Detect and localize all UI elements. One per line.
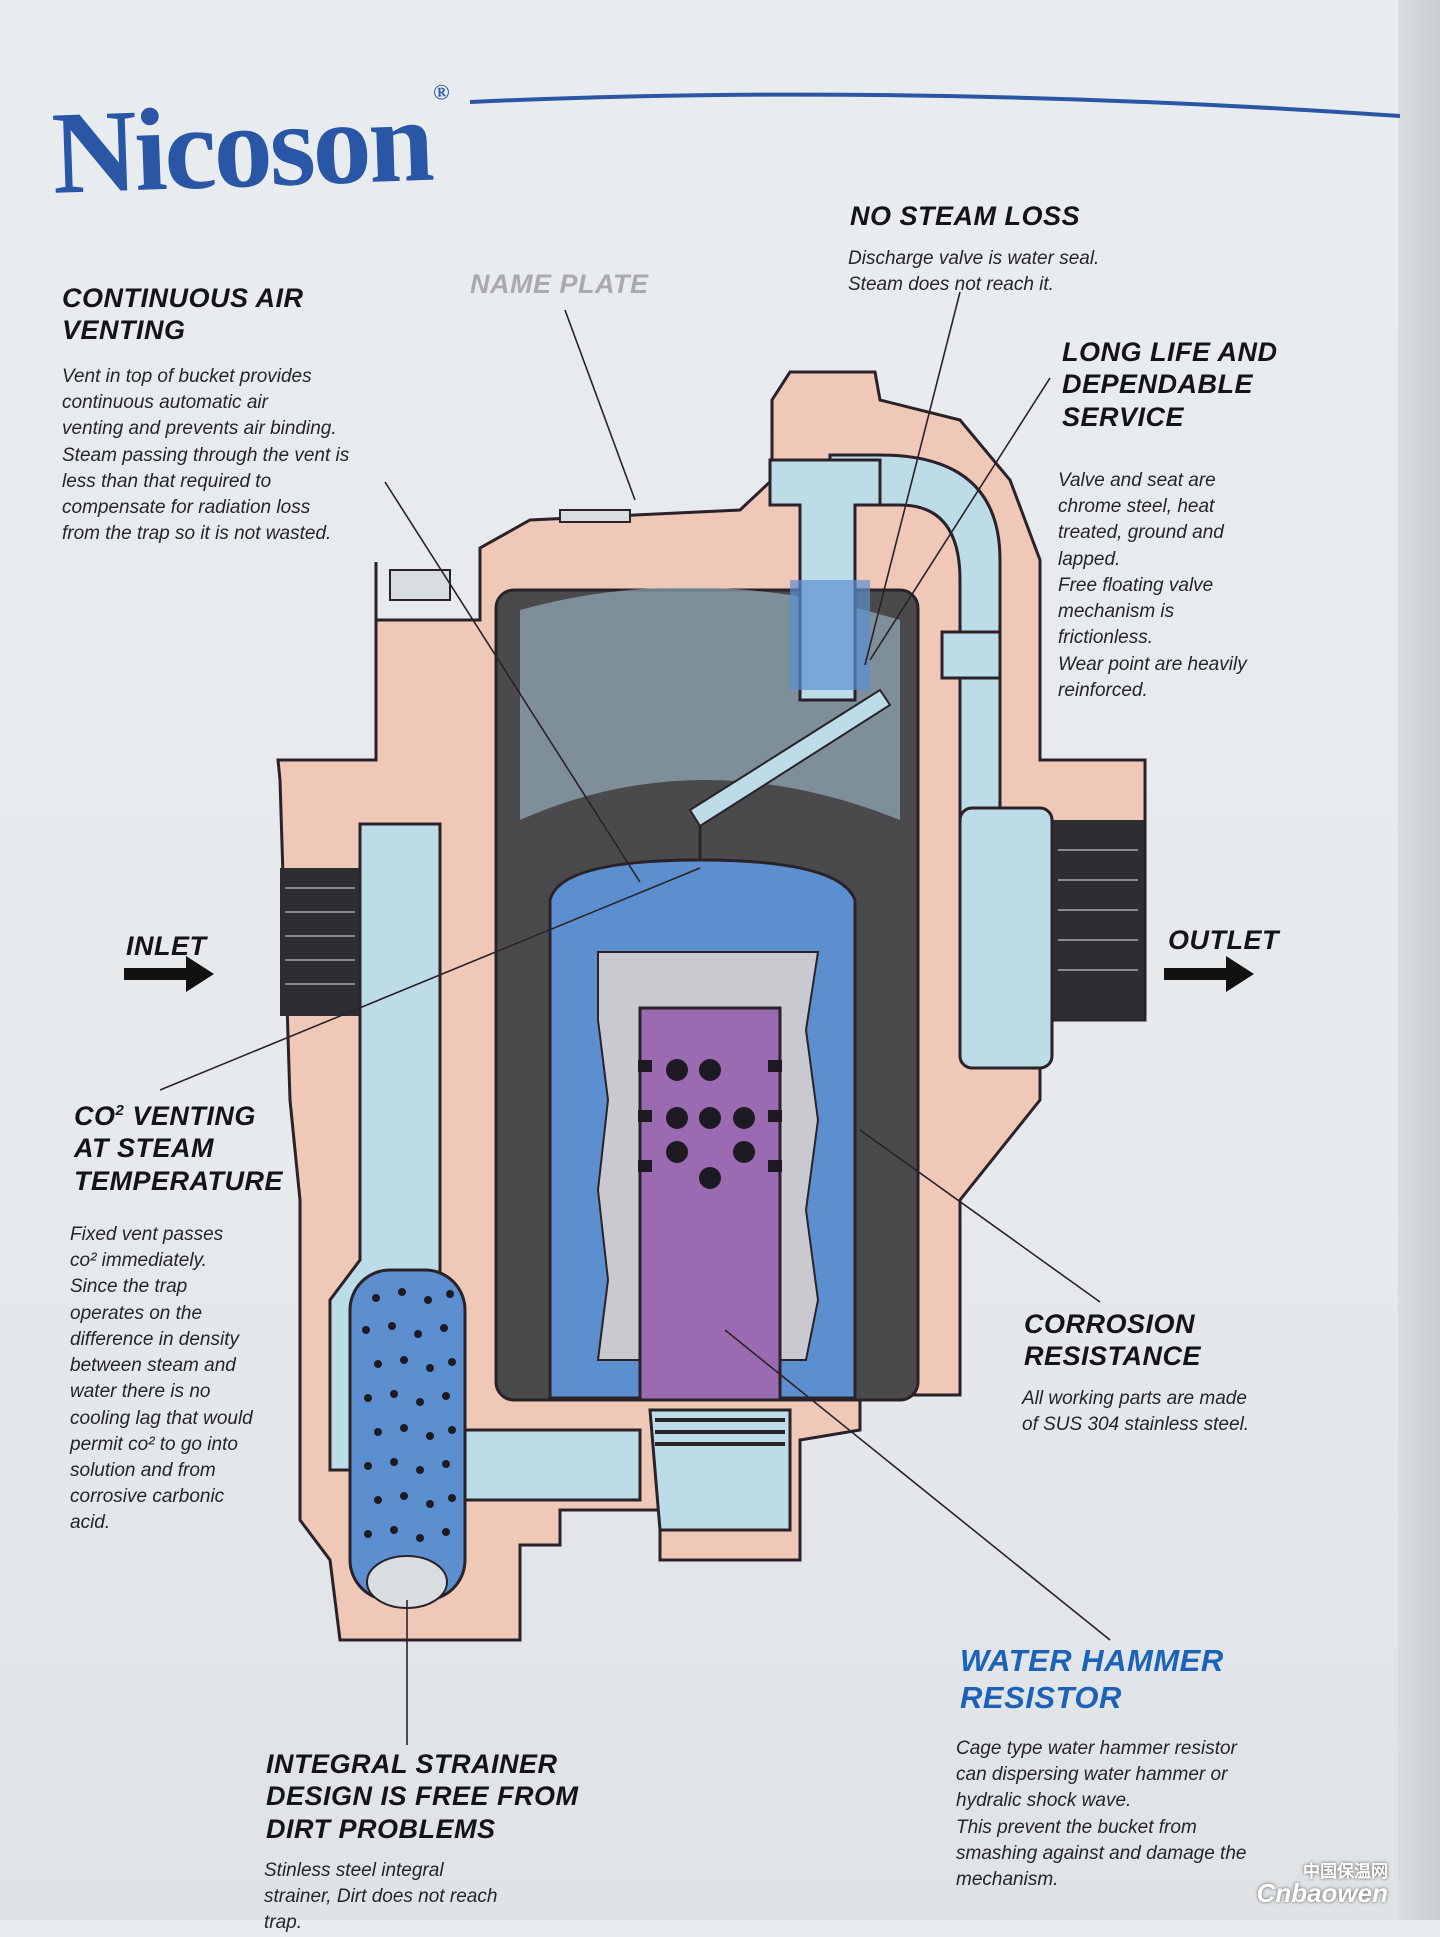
water-hammer-body: Cage type water hammer resistor can disp… xyxy=(956,1738,1247,1891)
outlet-riser-pipe xyxy=(828,453,1002,822)
integral-strainer-title: INTEGRAL STRAINER DESIGN IS FREE FROM DI… xyxy=(266,1749,579,1844)
long-life-title: LONG LIFE AND DEPENDABLE SERVICE xyxy=(1062,337,1278,432)
inlet-label: INLET xyxy=(126,931,207,961)
water-hammer-title: WATER HAMMER RESISTOR xyxy=(960,1643,1224,1716)
header-rule xyxy=(469,92,1401,118)
name-plate-title: NAME PLATE xyxy=(470,269,649,299)
co2-venting-title: CO2 VENTING AT STEAM TEMPERATURE xyxy=(74,1100,283,1197)
registered-mark: ® xyxy=(432,79,447,105)
site-watermark: 中国保温网 Cnbaowen xyxy=(1257,1863,1388,1906)
co2-title-co: CO xyxy=(74,1101,116,1131)
strainer-perforations xyxy=(362,1288,456,1542)
brand-logo: Nicoson® xyxy=(50,75,450,219)
integral-strainer-body: Stinless steel integral strainer, Dirt d… xyxy=(264,1860,498,1934)
drain-threads xyxy=(655,1418,785,1446)
long-life-body: Valve and seat are chrome steel, heat tr… xyxy=(1058,470,1247,701)
outlet-chamber xyxy=(958,806,1054,1070)
inlet-threads xyxy=(280,868,360,1016)
strainer-tube xyxy=(348,1268,467,1602)
outlet-riser-collar xyxy=(940,630,1002,680)
resistor-holes xyxy=(666,1059,755,1189)
continuous-air-venting-title: CONTINUOUS AIR VENTING xyxy=(62,283,304,346)
bottom-passage xyxy=(438,1428,642,1502)
no-steam-loss-title: NO STEAM LOSS xyxy=(850,201,1081,231)
outlet-label: OUTLET xyxy=(1168,925,1279,955)
co2-venting-body: Fixed vent passes co² immediately. Since… xyxy=(70,1224,253,1534)
watermark-cn: 中国保温网 xyxy=(1303,1862,1388,1881)
co2-title-rest: VENTING AT STEAM TEMPERATURE xyxy=(74,1101,284,1196)
cover-bolt xyxy=(389,569,451,601)
valve-seat xyxy=(790,580,870,690)
valve-lever xyxy=(688,688,892,828)
leader-lines xyxy=(159,291,1111,1745)
drain-plug xyxy=(648,1408,792,1532)
co2-title-sup: 2 xyxy=(115,1102,125,1119)
outlet-arrow xyxy=(1164,956,1254,992)
inlet-arrow xyxy=(124,956,214,992)
outlet-threads xyxy=(1052,820,1144,1020)
resistor-core xyxy=(638,1006,782,1402)
continuous-air-venting-body: Vent in top of bucket provides continuou… xyxy=(62,366,350,545)
name-plate xyxy=(559,509,631,523)
no-steam-loss-body: Discharge valve is water seal. Steam doe… xyxy=(848,248,1100,296)
page-fold-shadow xyxy=(1398,0,1440,1920)
resistor-slots xyxy=(638,1060,782,1172)
watermark-en: Cnbaowen xyxy=(1256,1878,1388,1908)
brand-name: Nicoson xyxy=(49,74,434,219)
corrosion-title: CORROSION RESISTANCE xyxy=(1024,1309,1202,1372)
corrosion-body: All working parts are made of SUS 304 st… xyxy=(1022,1388,1250,1436)
